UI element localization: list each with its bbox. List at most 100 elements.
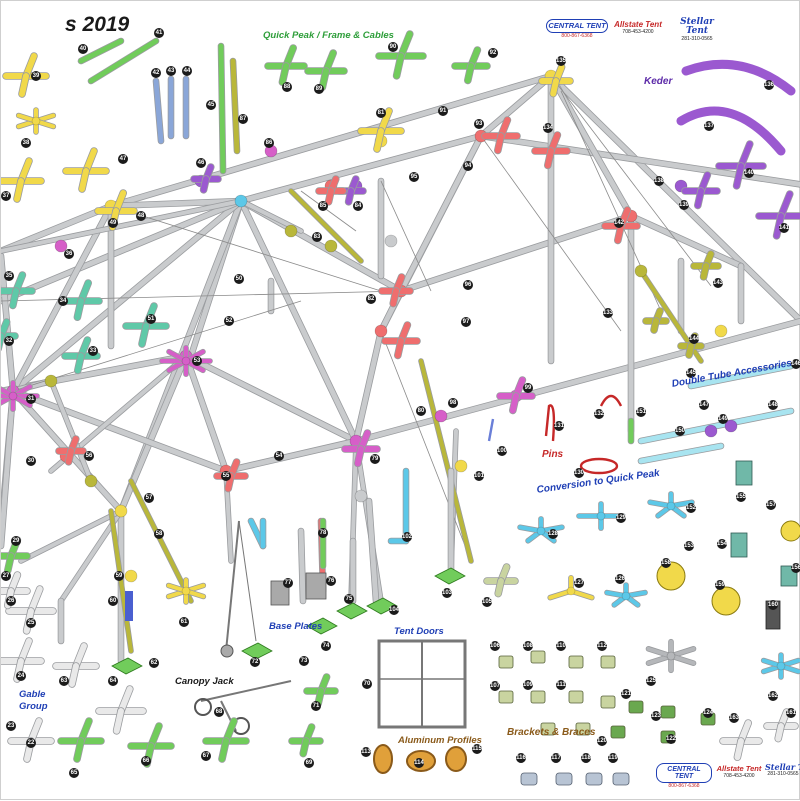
frame-joint (284, 224, 298, 238)
part-number-badge-disc (388, 42, 398, 52)
part-45-pole (218, 43, 226, 174)
part-number-badge: 103 (442, 588, 453, 598)
part-number-badge: 43 (166, 66, 176, 76)
part-number-badge: 75 (344, 594, 354, 604)
part-number-badge: 112 (597, 641, 607, 651)
part-number-label: 71 (313, 703, 320, 709)
part-number-badge: 30 (26, 456, 36, 466)
part-number-badge-disc (543, 123, 553, 133)
part-number-label: 105 (482, 599, 493, 605)
part-60-ratchet (125, 591, 133, 621)
part-number-badge-disc (699, 400, 709, 410)
part-number-badge-disc (361, 747, 371, 757)
part-number-badge: 78 (318, 528, 328, 538)
part-number-label: 92 (490, 50, 497, 56)
part-number-label: 44 (184, 68, 191, 74)
frame-pipe (548, 73, 634, 219)
part-number-badge-disc (201, 751, 211, 761)
part-147-clamp (704, 424, 718, 438)
part-105-bracket (495, 578, 504, 597)
part-number-badge-disc (603, 308, 613, 318)
part-number-badge-disc (149, 658, 159, 668)
part-number-badge-disc (118, 154, 128, 164)
frame-joint (434, 409, 448, 423)
part-number-badge-disc (166, 66, 176, 76)
part-number-badge-disc (250, 657, 260, 667)
part-77-plate (270, 580, 290, 606)
part-number-badge: 88 (282, 82, 292, 92)
part-number-label: 61 (181, 619, 188, 625)
part-number-badge-disc (4, 271, 14, 281)
part-number-badge: 39 (31, 71, 41, 81)
part-number-label: 154 (717, 541, 728, 547)
part-number-badge: 107 (490, 681, 501, 691)
part-number-label: 151 (636, 409, 647, 415)
part-number-badge: 73 (299, 656, 309, 666)
part-number-badge: 132 (594, 409, 605, 419)
part-number-badge-disc (326, 576, 336, 586)
part-number-badge-disc (318, 201, 328, 211)
part-number-badge: 155 (736, 492, 747, 502)
part-number-label: 99 (525, 385, 532, 391)
part-number-label: 57 (146, 495, 153, 501)
part-number-badge: 41 (154, 28, 164, 38)
bracket-part (568, 655, 584, 669)
part-142-fitting (614, 223, 624, 244)
part-71-fitting (315, 688, 324, 707)
part-141-fitting (778, 191, 793, 219)
part-number-badge-disc (214, 707, 224, 717)
part-number-badge: 158 (661, 558, 672, 568)
frame-joint (44, 374, 58, 388)
part-number-badge: 126 (615, 574, 626, 584)
part-number-badge-disc (666, 734, 676, 744)
frame-pipe (223, 438, 359, 474)
part-35-fitting (9, 288, 19, 309)
part-number-label: 27 (3, 573, 10, 579)
part-number-badge: 47 (118, 154, 128, 164)
part-number-label: 135 (556, 58, 567, 64)
part-number-badge: 110 (556, 641, 566, 651)
part-number-badge: 149 (718, 414, 729, 424)
part-number-badge: 58 (154, 529, 164, 539)
part-161-fitting (775, 723, 784, 742)
part-number-label: 39 (33, 73, 40, 79)
part-number-label: 140 (744, 170, 755, 176)
part-number-label: 26 (8, 598, 15, 604)
part-number-badge: 160 (768, 600, 779, 610)
part-number-label: 59 (116, 573, 123, 579)
part-number-label: 40 (80, 46, 87, 52)
logo-allstate-phone: 708-453-4200 (622, 29, 654, 35)
part-132-pin (599, 394, 623, 407)
part-number-label: 100 (497, 448, 508, 454)
part-number-label: 144 (689, 336, 700, 342)
part-number-badge: 32 (4, 336, 14, 346)
section-gable-1: Gable (19, 689, 46, 700)
part-number-badge-disc (703, 708, 713, 718)
part-number-label: 129 (616, 515, 627, 521)
part-number-badge-disc (661, 558, 671, 568)
part-number-badge-disc (574, 578, 584, 588)
part-144-fitting (686, 343, 694, 358)
part-number-badge: 42 (151, 68, 161, 78)
part-number-label: 132 (594, 411, 605, 417)
part-number-badge-disc (523, 641, 533, 651)
part-number-label: 125 (646, 678, 657, 684)
part-64-fitting (118, 686, 133, 714)
part-number-label: 70 (364, 681, 371, 687)
part-number-badge-disc (16, 671, 26, 681)
part-number-label: 114 (414, 760, 424, 766)
part-number-label: 25 (28, 620, 35, 626)
part-number-badge-disc (11, 536, 21, 546)
part-number-badge-disc (448, 398, 458, 408)
part-number-badge: 106 (490, 641, 501, 651)
section-canopy-jack: Canopy Jack (175, 676, 234, 687)
part-number-badge-disc (366, 294, 376, 304)
part-number-badge: 157 (766, 500, 777, 510)
part-number-badge: 145 (686, 368, 697, 378)
part-number-label: 32 (6, 338, 13, 344)
part-64-fitting (113, 708, 124, 734)
part-number-badge-disc (21, 138, 31, 148)
part-number-badge-disc (615, 574, 625, 584)
part-126-fitting (621, 591, 631, 601)
